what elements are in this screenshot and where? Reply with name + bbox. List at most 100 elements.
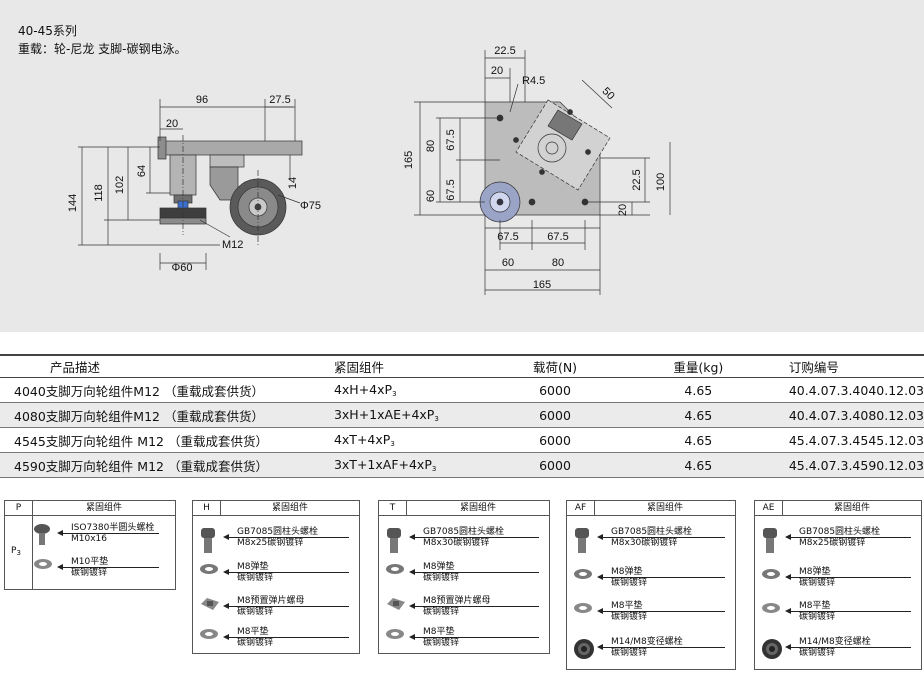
dim-80-horizontal: 80 xyxy=(552,257,564,269)
side-view-drawing: 96 27.5 20 144 118 102 64 14 Φ75 M12 Φ60 xyxy=(67,94,321,274)
dim-60-vertical: 60 xyxy=(425,190,437,202)
dim-67-5-vertical-upper: 67.5 xyxy=(445,129,457,150)
kit-letter: AE xyxy=(755,501,783,515)
dim-wheel-75: Φ75 xyxy=(300,200,321,212)
kit-letter: H xyxy=(193,501,221,515)
header-weight: 重量(kg) xyxy=(607,354,789,378)
flat-washer-icon xyxy=(574,603,592,613)
row-load: 6000 xyxy=(502,452,608,478)
kit-header xyxy=(5,501,175,516)
kit-title: 紧固组件 xyxy=(646,503,683,513)
flat-washer-icon xyxy=(762,603,780,613)
dim-20: 20 xyxy=(166,118,178,130)
kit-title: 紧固组件 xyxy=(85,503,122,513)
flat-washer-icon xyxy=(34,559,52,569)
dim-20-top: 20 xyxy=(491,65,503,77)
dim-67-5-horizontal-right: 67.5 xyxy=(547,231,568,243)
spring-washer-icon xyxy=(386,564,404,574)
socket-head-screw-icon xyxy=(763,528,777,553)
table-header-row: 产品描述 紧固组件 载荷(N) 重量(kg) 订购编号 xyxy=(0,354,924,378)
kit-item: M8平垫碳钢镀锌 xyxy=(193,623,359,653)
series-title: 40-45系列 xyxy=(18,24,77,38)
spring-nut-icon xyxy=(387,598,405,610)
kit-item: M8平垫碳钢镀锌 xyxy=(755,597,921,627)
dim-r4-5: R4.5 xyxy=(522,75,545,87)
dim-14: 14 xyxy=(287,177,299,189)
dim-118: 118 xyxy=(93,184,105,202)
row-order-number: 40.4.07.3.4080.12.03 xyxy=(788,402,924,428)
kit-item: M10平垫碳钢镀锌 xyxy=(27,553,175,583)
header-order-number: 订购编号 xyxy=(788,354,924,378)
dim-80-vertical: 80 xyxy=(425,140,437,152)
socket-head-screw-icon xyxy=(201,528,215,553)
row-weight: 4.65 xyxy=(607,427,789,453)
threaded-insert-icon xyxy=(574,639,594,659)
series-description: 重载：轮-尼龙 支脚-碳钢电泳。 xyxy=(18,42,187,56)
table-row: 4080支脚万向轮组件M12 （重载成套供货） 3xH+1xAE+4xP3 60… xyxy=(0,402,924,428)
row-weight: 4.65 xyxy=(607,402,789,428)
dim-pad-60: Φ60 xyxy=(171,262,192,274)
dim-165-vertical: 165 xyxy=(403,151,415,169)
dim-102: 102 xyxy=(114,176,126,194)
dim-thread-m12: M12 xyxy=(222,239,243,251)
kit-title: 紧固组件 xyxy=(459,503,496,513)
button-head-screw-icon xyxy=(34,524,50,545)
kit-item: M14/M8变径螺栓碳钢镀锌 xyxy=(755,633,921,663)
kit-item: M8预置弹片螺母碳钢镀锌 xyxy=(193,592,359,622)
row-description: 4590支脚万向轮组件 M12 （重载成套供货） xyxy=(0,452,334,478)
dim-165-horizontal: 165 xyxy=(533,279,551,291)
kit-item: M8预置弹片螺母碳钢镀锌 xyxy=(379,592,549,622)
dim-64: 64 xyxy=(136,165,148,177)
socket-head-screw-icon xyxy=(575,528,589,553)
row-kit: 4xH+4xP3 xyxy=(333,377,503,403)
dim-20-right: 20 xyxy=(617,204,629,216)
dim-67-5-horizontal-left: 67.5 xyxy=(497,231,518,243)
dim-22-5-right: 22.5 xyxy=(631,169,643,190)
spec-table: 产品描述 紧固组件 载荷(N) 重量(kg) 订购编号 4040支脚万向轮组件M… xyxy=(0,354,924,478)
dim-27-5: 27.5 xyxy=(269,94,290,106)
row-weight: 4.65 xyxy=(607,377,789,403)
row-load: 6000 xyxy=(502,377,608,403)
row-kit: 3xT+1xAF+4xP3 xyxy=(333,452,503,478)
flat-washer-icon xyxy=(386,629,404,639)
kit-title: 紧固组件 xyxy=(271,503,308,513)
dim-144: 144 xyxy=(67,194,79,212)
row-order-number: 45.4.07.3.4545.12.03 xyxy=(788,427,924,453)
dim-22-5-top: 22.5 xyxy=(494,45,515,57)
kit-item: M8弹垫碳钢镀锌 xyxy=(379,558,549,588)
row-kit: 3xH+1xAE+4xP3 xyxy=(333,402,503,428)
kit-letter: AF xyxy=(567,501,595,515)
row-description: 4040支脚万向轮组件M12 （重载成套供货） xyxy=(0,377,334,403)
dim-96: 96 xyxy=(196,94,208,106)
kit-item: M14/M8变径螺栓碳钢镀锌 xyxy=(567,633,735,663)
kit-item: M8弹垫碳钢镀锌 xyxy=(567,563,735,593)
table-row: 4040支脚万向轮组件M12 （重载成套供货） 4xH+4xP3 6000 4.… xyxy=(0,377,924,403)
dim-67-5-vertical-lower: 67.5 xyxy=(445,179,457,200)
row-order-number: 45.4.07.3.4590.12.03 xyxy=(788,452,924,478)
row-description: 4545支脚万向轮组件 M12 （重载成套供货） xyxy=(0,427,334,453)
flat-washer-icon xyxy=(200,629,218,639)
table-row: 4545支脚万向轮组件 M12 （重载成套供货） 4xT+4xP3 6000 4… xyxy=(0,427,924,453)
kit-side-cell: P3 xyxy=(5,516,33,589)
kit-title: 紧固组件 xyxy=(833,503,870,513)
kit-item: M8弹垫碳钢镀锌 xyxy=(193,558,359,588)
socket-head-screw-icon xyxy=(387,528,401,553)
dim-50: 50 xyxy=(600,85,617,102)
kit-item: M8平垫碳钢镀锌 xyxy=(379,623,549,653)
top-view-drawing: 22.5 20 R4.5 50 165 80 67.5 60 67.5 22.5… xyxy=(403,45,671,295)
row-order-number: 40.4.07.3.4040.12.03 xyxy=(788,377,924,403)
kit-letter: P xyxy=(5,501,33,515)
spring-nut-icon xyxy=(201,598,219,610)
row-kit: 4xT+4xP3 xyxy=(333,427,503,453)
kit-item: M8弹垫碳钢镀锌 xyxy=(755,563,921,593)
kit-letter: T xyxy=(379,501,407,515)
